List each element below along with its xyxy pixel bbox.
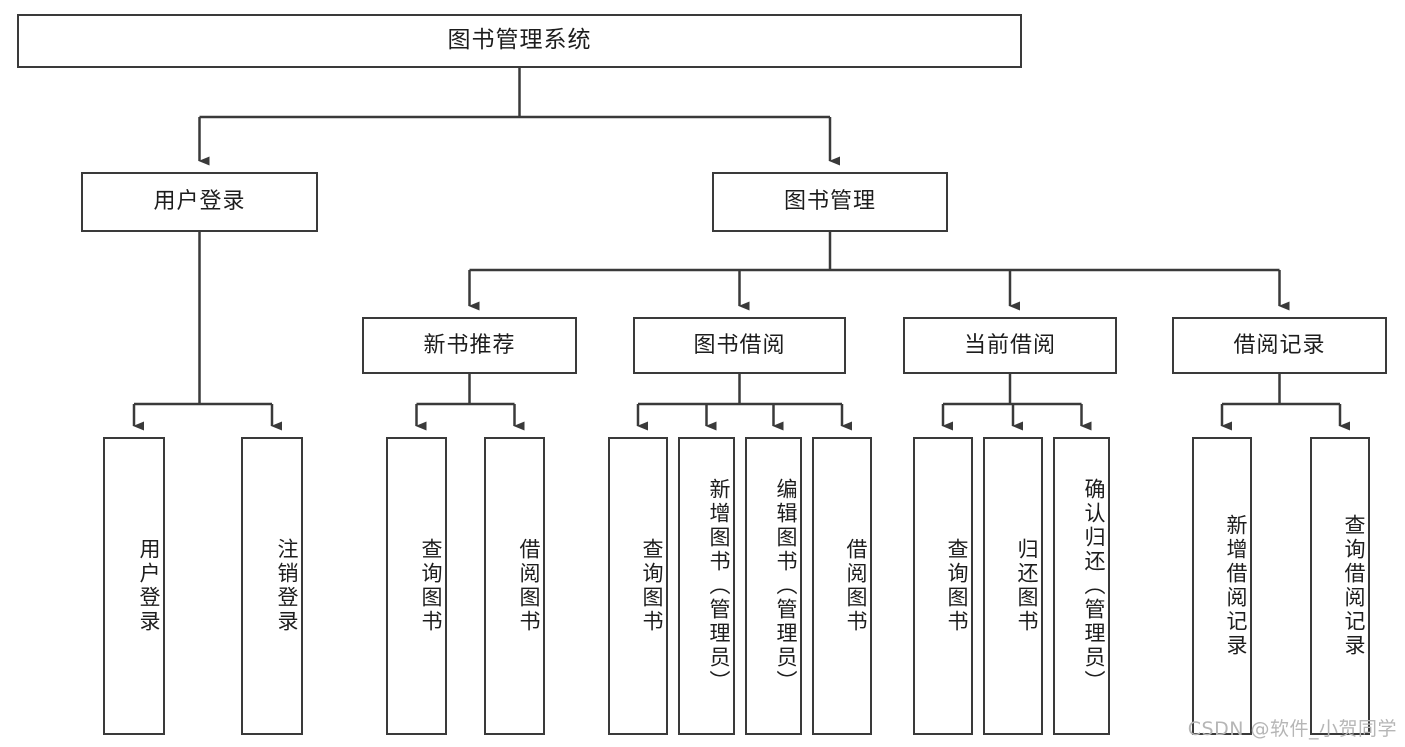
node-label: 借阅记录 [1233, 332, 1326, 358]
node-label: 图书借阅 [693, 332, 786, 358]
node-label: 确认归还（管理员） [1082, 478, 1106, 694]
node-label: 归还图书 [1015, 538, 1039, 634]
node-label: 图书管理 [783, 189, 876, 215]
node-label: 借阅图书 [517, 538, 541, 634]
node-current-borrow[interactable]: 当前借阅 [903, 317, 1117, 374]
node-label: 新增借阅记录 [1224, 514, 1248, 658]
node-label: 用户登录 [153, 189, 246, 215]
node-cur-query-book[interactable]: 查询图书 [913, 437, 973, 735]
node-user-login[interactable]: 用户登录 [81, 172, 318, 232]
node-label: 当前借阅 [963, 332, 1056, 358]
node-label: 借阅图书 [844, 538, 868, 634]
node-label: 查询图书 [640, 538, 664, 634]
watermark-label: CSDN @软件_小贺同学 [1187, 718, 1397, 740]
node-new-book-rec[interactable]: 新书推荐 [362, 317, 577, 374]
node-leaf-user-login[interactable]: 用户登录 [103, 437, 165, 735]
node-bor-borrow-book[interactable]: 借阅图书 [812, 437, 872, 735]
node-borrow-record[interactable]: 借阅记录 [1172, 317, 1387, 374]
node-bor-edit-book[interactable]: 编辑图书（管理员） [745, 437, 802, 735]
node-cur-return-book[interactable]: 归还图书 [983, 437, 1043, 735]
node-leaf-logout[interactable]: 注销登录 [241, 437, 303, 735]
node-cur-confirm[interactable]: 确认归还（管理员） [1053, 437, 1110, 735]
node-label: 查询借阅记录 [1342, 514, 1366, 658]
node-label: 查询图书 [945, 538, 969, 634]
node-label: 新书推荐 [423, 332, 516, 358]
node-rec-borrow-book[interactable]: 借阅图书 [484, 437, 545, 735]
node-bor-query-book[interactable]: 查询图书 [608, 437, 668, 735]
node-bor-add-book[interactable]: 新增图书（管理员） [678, 437, 735, 735]
node-label: 查询图书 [419, 538, 443, 634]
node-rec-query-book[interactable]: 查询图书 [386, 437, 447, 735]
node-label: 新增图书（管理员） [707, 478, 731, 694]
node-label: 用户登录 [137, 538, 161, 634]
node-book-borrow[interactable]: 图书借阅 [633, 317, 846, 374]
node-rec-add-record[interactable]: 新增借阅记录 [1192, 437, 1252, 735]
node-label: 图书管理系统 [447, 27, 592, 54]
node-book-manage[interactable]: 图书管理 [712, 172, 948, 232]
node-label: 注销登录 [275, 538, 299, 634]
node-label: 编辑图书（管理员） [774, 478, 798, 694]
node-rec-query-record[interactable]: 查询借阅记录 [1310, 437, 1370, 735]
node-root[interactable]: 图书管理系统 [17, 14, 1022, 68]
